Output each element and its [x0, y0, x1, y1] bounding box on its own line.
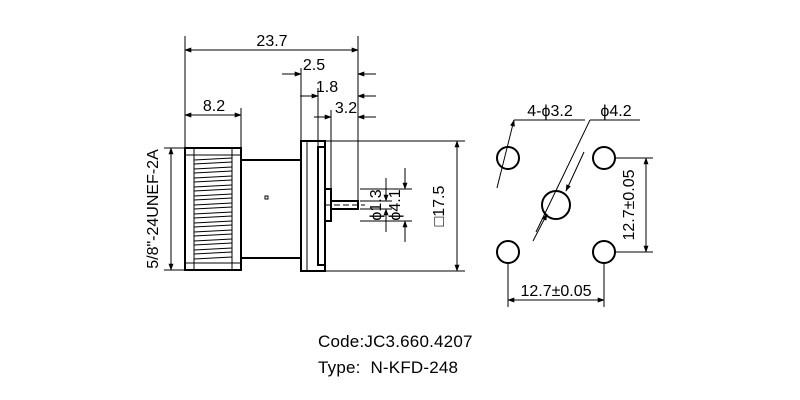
front-view: 4-ϕ3.2 ϕ4.2 12.7±0.05 12.7±0.05 — [496, 103, 653, 307]
code-line: Code:JC3.660.4207 — [318, 332, 473, 352]
mount-hole-top-left — [496, 146, 520, 170]
rear-barrel — [240, 159, 302, 259]
dim-hole-spacing-vertical: 12.7±0.05 — [621, 169, 638, 240]
dim-dielectric-diameter: ϕ4.1 — [387, 189, 404, 220]
flange — [300, 140, 326, 272]
thread-lines — [193, 157, 233, 260]
threaded-body — [184, 147, 242, 271]
front-dimension-lines — [507, 157, 649, 303]
dim-hole-spacing-horizontal: 12.7±0.05 — [520, 283, 591, 300]
type-line: Type: N-KFD-248 — [318, 358, 458, 378]
mount-hole-bottom-left — [496, 240, 520, 264]
dim-pin-extension: 3.2 — [335, 100, 357, 117]
leader-lines — [496, 119, 640, 242]
dim-flange-square: □17.5 — [431, 186, 448, 227]
mount-hole-bottom-right — [592, 240, 616, 264]
dim-pin-diameter: ϕ1.3 — [368, 189, 385, 220]
dimension-lines — [168, 47, 460, 272]
dim-center-hole: ϕ4.2 — [600, 103, 631, 120]
dim-thread-length: 8.2 — [203, 98, 225, 115]
code-label: Code: — [318, 332, 365, 351]
dim-thread-spec: 5/8"-24UNEF-2A — [145, 149, 162, 269]
mount-holes — [496, 146, 616, 264]
type-label: Type: — [318, 358, 361, 377]
code-value: JC3.660.4207 — [364, 332, 473, 351]
dim-flange-to-pin-tip: 2.5 — [303, 57, 325, 74]
contact-pin — [324, 188, 365, 222]
mount-hole-top-right — [592, 146, 616, 170]
type-value: N-KFD-248 — [370, 358, 459, 377]
dim-offset-1: 1.8 — [316, 79, 338, 96]
side-view: 23.7 2.5 1.8 3.2 8.2 5/8"-24UNEF-2A ϕ1.3… — [145, 33, 465, 272]
dim-overall-length: 23.7 — [256, 33, 287, 50]
dim-mount-holes: 4-ϕ3.2 — [527, 103, 573, 120]
